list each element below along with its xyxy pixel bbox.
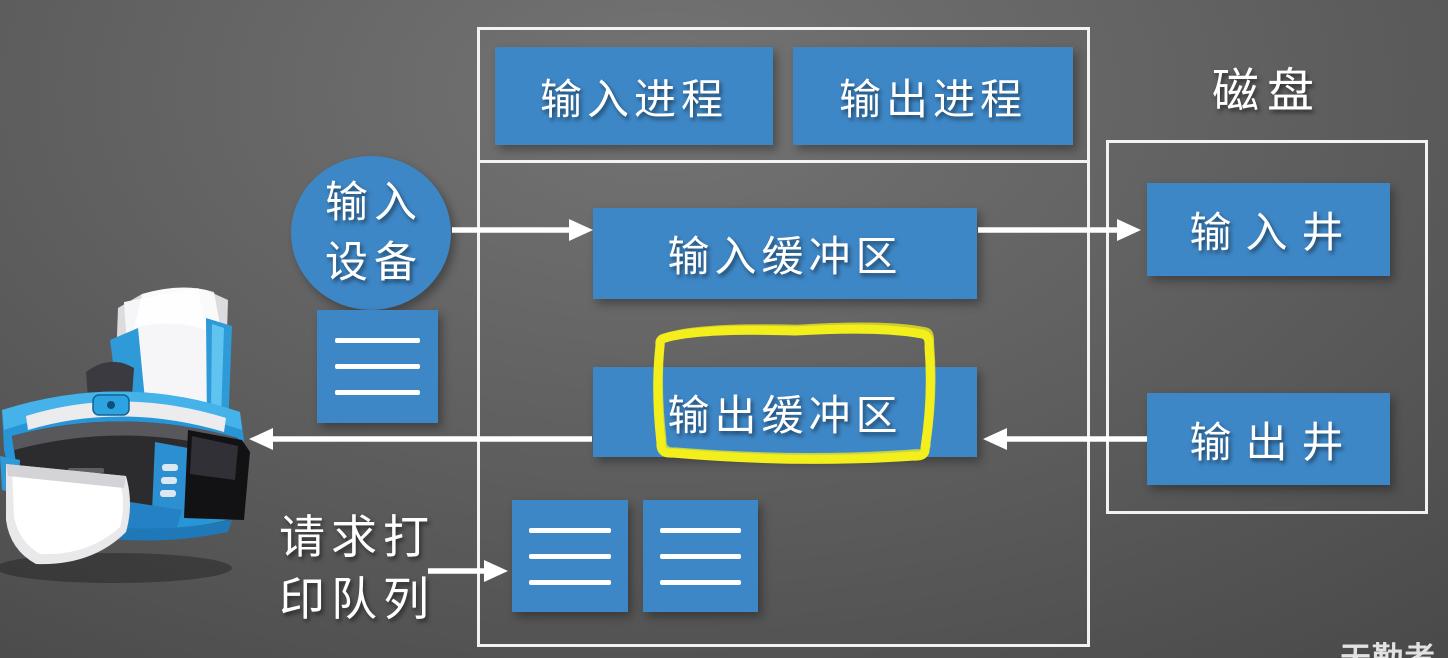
input-queue-icon: [317, 310, 438, 423]
output-well-box: 输出井: [1147, 393, 1390, 485]
input-well-box: 输入井: [1147, 183, 1390, 276]
input-buffer-box: 输入缓冲区: [593, 208, 977, 299]
watermark: 天勤考研2: [1340, 633, 1448, 658]
process-container-frame: [477, 27, 1090, 647]
output-process-box: 输出进程: [793, 47, 1073, 145]
input-device-circle: 输入 设备: [291, 156, 451, 310]
print-queue-icon-2: [643, 500, 758, 612]
output-buffer-box: 输出缓冲区: [593, 367, 977, 457]
queue-line: [335, 364, 420, 369]
print-queue-label-line1: 请求打: [279, 510, 435, 564]
queue-line: [529, 527, 611, 533]
queue-line: [335, 390, 420, 395]
queue-line: [529, 553, 611, 559]
disk-container-frame: [1106, 140, 1428, 514]
queue-line: [335, 338, 420, 343]
print-queue-label-line2: 印队列: [279, 572, 435, 626]
queue-line: [660, 527, 741, 533]
queue-line: [660, 579, 741, 585]
disk-label: 磁盘: [1212, 64, 1322, 119]
printer-icon: [0, 287, 250, 583]
input-device-label-line1: 输入: [325, 178, 423, 228]
input-process-box: 输入进程: [495, 47, 773, 145]
queue-line: [660, 553, 741, 559]
queue-line: [529, 579, 611, 585]
print-queue-label: 请求打 印队列: [279, 506, 435, 630]
process-container-divider: [477, 160, 1090, 163]
input-device-label-line2: 设备: [325, 238, 423, 288]
print-queue-icon-1: [512, 500, 628, 612]
